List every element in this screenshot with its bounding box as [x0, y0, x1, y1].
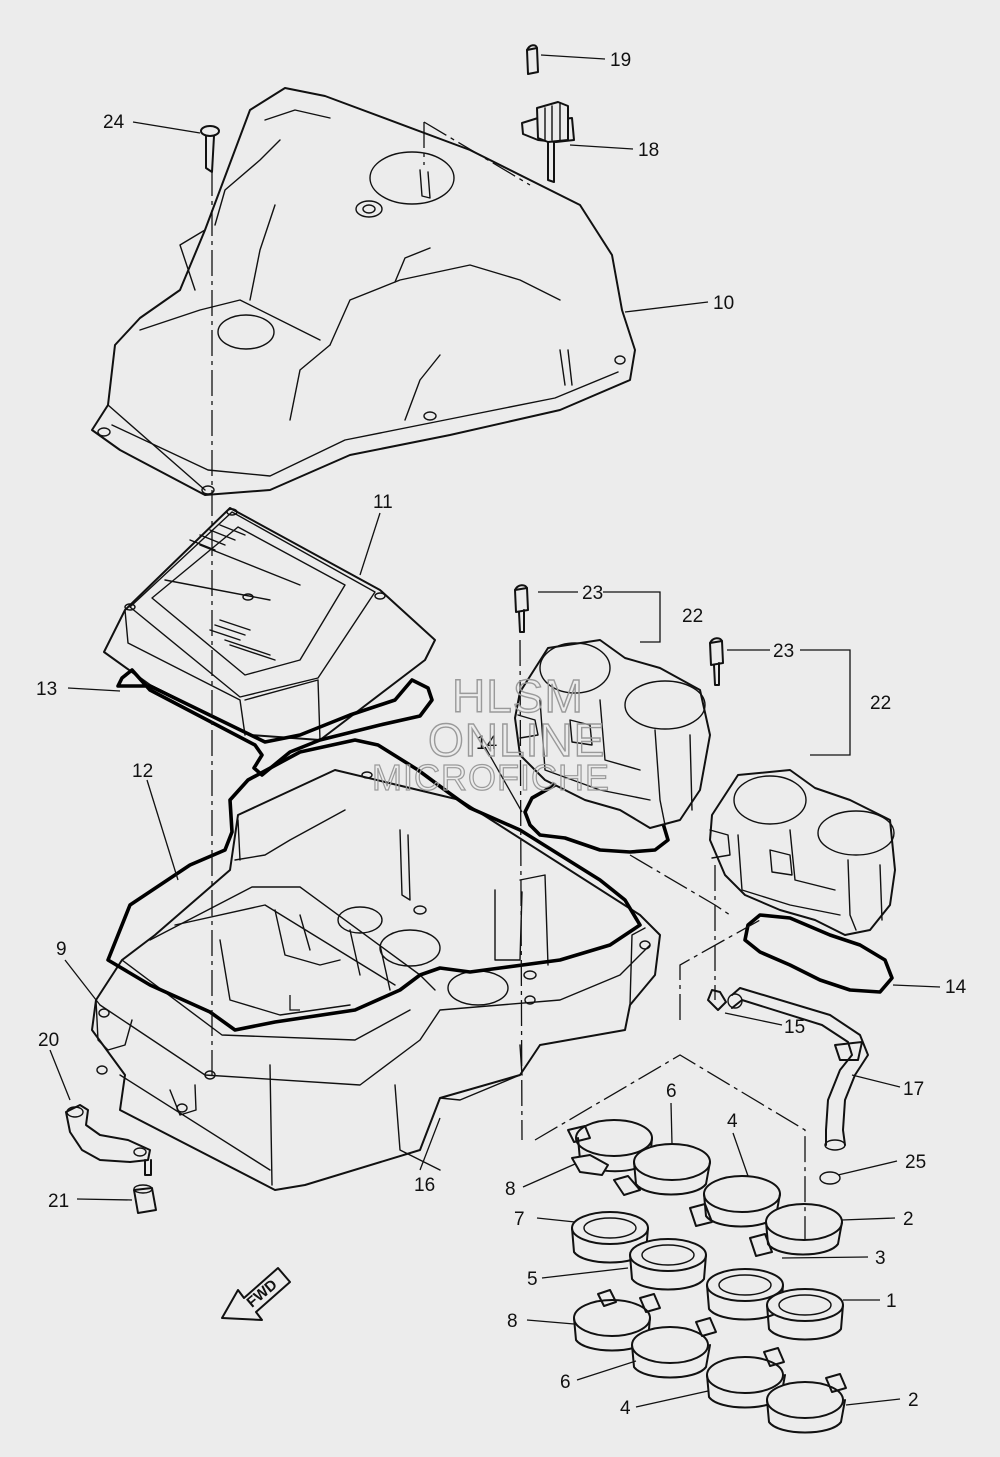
- callout-10: 10: [713, 293, 734, 314]
- breather-hose-19: [727, 987, 869, 1151]
- callout-2-upper: 2: [903, 1209, 914, 1230]
- clamp-4-lower: [706, 1347, 786, 1409]
- callout-23-lower: 23: [773, 641, 794, 662]
- air-box-case: [91, 769, 661, 1191]
- callout-6-lower: 6: [560, 1372, 571, 1393]
- callout-20: 15: [784, 1017, 805, 1038]
- callout-11: 11: [373, 492, 393, 513]
- clamp-6-lower: [631, 1317, 717, 1379]
- bracket-17: [65, 1104, 152, 1176]
- clamp-2-lower: [766, 1373, 847, 1434]
- callout-22-lower: 22: [870, 693, 891, 714]
- callout-15: 18: [638, 140, 659, 161]
- hose-clip-20: [707, 989, 727, 1011]
- gasket-12: [106, 738, 642, 1032]
- joint-5: [629, 1238, 707, 1291]
- callout-16: 19: [610, 50, 631, 71]
- gasket-14-lower: [743, 913, 894, 994]
- callout-9: 9: [56, 939, 67, 960]
- callout-labels: 19 18 24 10 11 13 12 14 14 23 22 23 22 9…: [36, 50, 967, 1419]
- joint-1: [766, 1288, 844, 1341]
- callout-21: 16: [414, 1175, 435, 1196]
- callout-6-upper: 6: [666, 1081, 677, 1102]
- joint-3: [706, 1268, 784, 1321]
- callout-22-upper: 22: [682, 606, 703, 627]
- watermark-line3: MICROFICHE: [372, 757, 610, 798]
- bolt-23-upper: [514, 584, 529, 633]
- callout-17: 20: [38, 1030, 59, 1051]
- callout-3: 3: [875, 1248, 886, 1269]
- callout-4-upper: 4: [727, 1111, 738, 1132]
- clamp-6-middle: [633, 1143, 711, 1196]
- watermark: HLSM ONLINE MICROFICHE: [371, 669, 610, 798]
- callout-2-lower: 2: [908, 1390, 919, 1411]
- watermark-line2: ONLINE: [428, 714, 605, 766]
- air-box-cover: [91, 87, 636, 496]
- callout-14-upper: 14: [476, 733, 498, 754]
- fwd-direction-arrow: FWD: [221, 1267, 291, 1321]
- callout-23-upper: 23: [582, 583, 603, 604]
- watermark-line1: HLSM: [452, 670, 584, 722]
- callout-12: 12: [132, 761, 153, 782]
- hose-clamp-25: [819, 1171, 841, 1185]
- intake-air-temperature-sensor: [521, 44, 575, 183]
- callout-13: 13: [36, 679, 57, 700]
- callout-1: 1: [886, 1291, 897, 1312]
- callout-5: 5: [527, 1269, 538, 1290]
- leader-lines: [49, 54, 941, 1408]
- gasket-13: [116, 668, 434, 777]
- bolt-23-lower: [709, 637, 724, 686]
- callout-25: 25: [905, 1152, 926, 1173]
- callout-8-lower: 8: [507, 1311, 518, 1332]
- clamp-2-upper: [749, 1203, 843, 1257]
- alignment-lines: [211, 121, 806, 1240]
- callout-8-upper: 8: [505, 1179, 516, 1200]
- air-filter-element: [103, 507, 436, 741]
- callout-4-lower: 4: [620, 1398, 631, 1419]
- callout-24: 24: [103, 112, 125, 133]
- callout-18: 21: [48, 1191, 69, 1212]
- callout-14-lower: 14: [945, 977, 967, 998]
- joint-22-upper: [514, 639, 711, 829]
- screw-24: [200, 125, 220, 173]
- clamp-8-upper: [571, 1154, 641, 1196]
- grommet-18: [133, 1184, 157, 1214]
- callout-19: 17: [903, 1079, 924, 1100]
- joint-22-lower: [709, 769, 896, 936]
- callout-7: 7: [514, 1209, 525, 1230]
